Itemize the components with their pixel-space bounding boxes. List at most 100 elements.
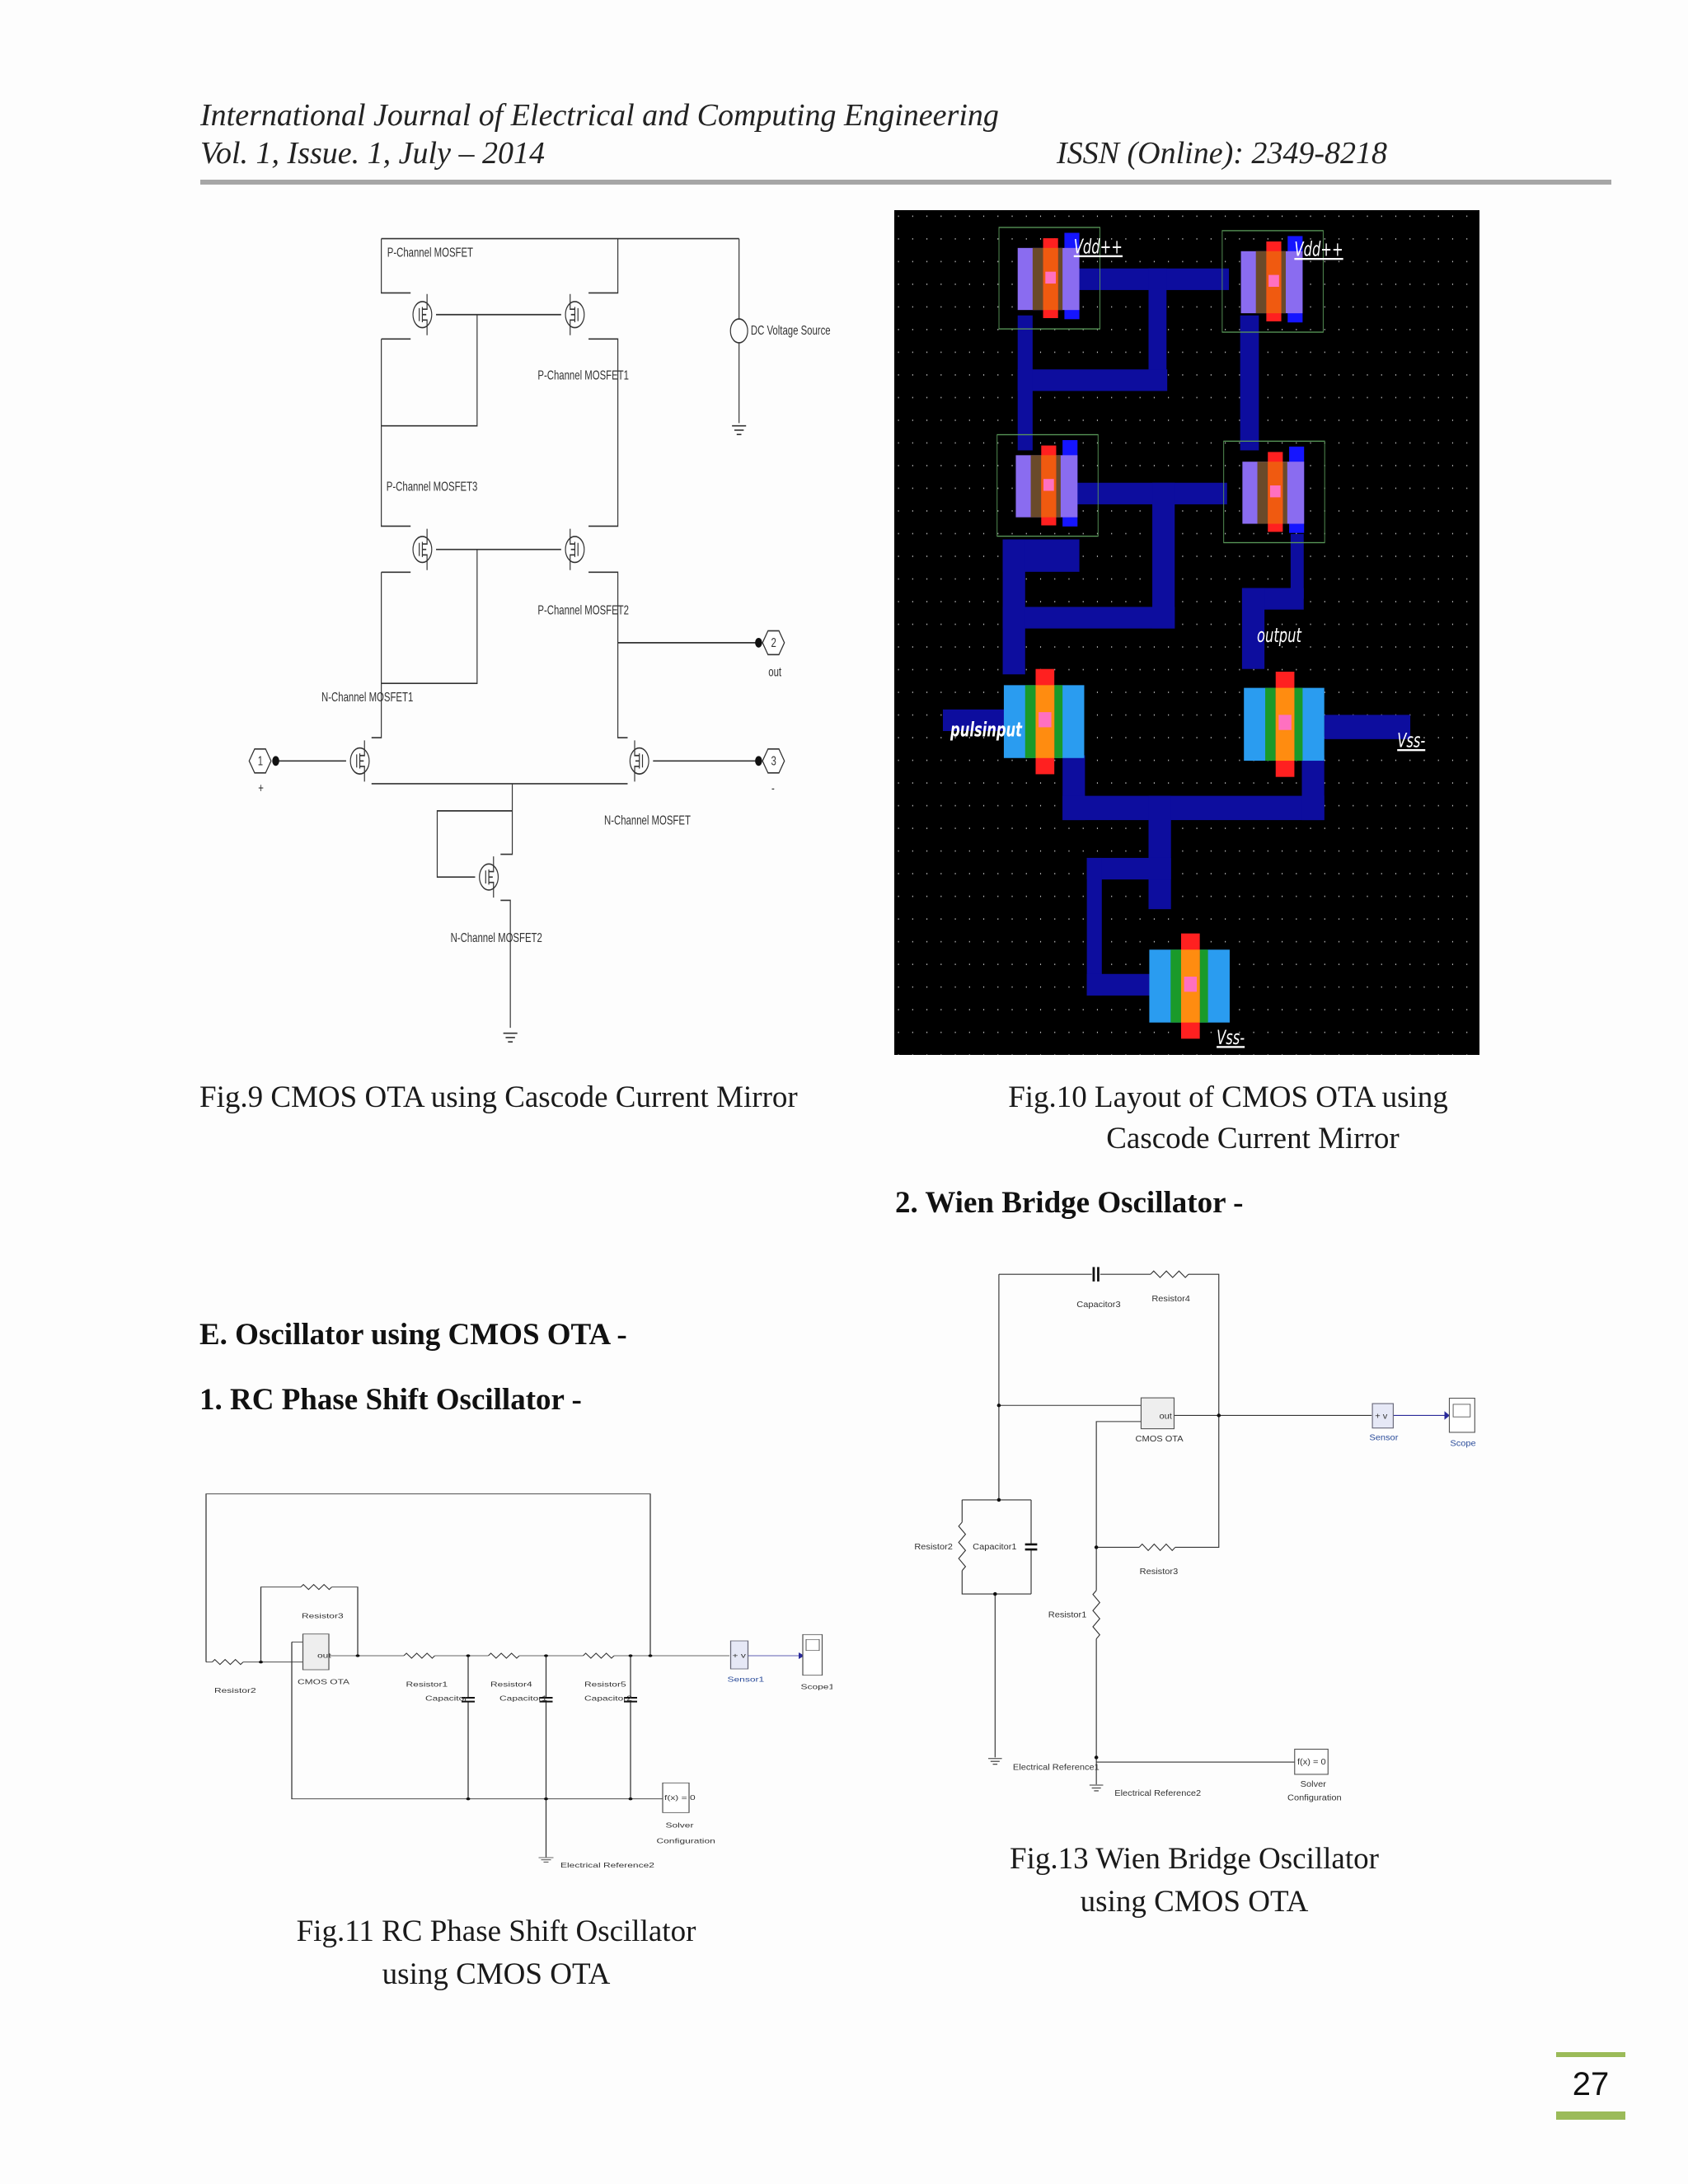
grid-dot <box>1025 532 1027 535</box>
grid-dot <box>1139 1031 1141 1033</box>
fig10-layout: Vdd++ Vdd++ output pulsinput Vss- Vss- <box>894 210 1479 1055</box>
grid-dot <box>1239 487 1240 490</box>
grid-dot <box>1039 1009 1042 1010</box>
fig9-caption: Fig.9 CMOS OTA using Cascode Current Mir… <box>199 1080 798 1114</box>
grid-dot <box>898 873 899 874</box>
grid-dot <box>1182 215 1184 218</box>
grid-dot <box>1125 442 1127 444</box>
grid-dot <box>1409 646 1411 648</box>
grid-dot <box>1139 918 1141 920</box>
grid-dot <box>982 668 985 671</box>
grid-dot <box>1182 918 1184 920</box>
grid-dot <box>982 284 985 285</box>
grid-dot <box>898 238 899 240</box>
grid-dot <box>1011 782 1013 784</box>
grid-dot <box>1466 1054 1468 1055</box>
grid-dot <box>926 895 928 898</box>
section-rc-phase-shift: 1. RC Phase Shift Oscillator - <box>199 1383 582 1417</box>
grid-dot <box>997 918 999 920</box>
grid-dot <box>1168 714 1170 716</box>
grid-dot <box>997 986 999 988</box>
grid-dot <box>1182 238 1184 240</box>
grid-dot <box>912 963 913 965</box>
grid-dot <box>1395 238 1397 240</box>
grid-dot <box>1466 918 1468 920</box>
grid-dot <box>968 759 970 762</box>
grid-dot <box>1054 215 1056 218</box>
grid-dot <box>940 691 942 693</box>
grid-dot <box>1096 1054 1099 1055</box>
grid-dot <box>1096 238 1099 240</box>
grid-dot <box>1210 646 1212 648</box>
label-sensor1: Sensor1 <box>728 1676 765 1684</box>
grid-dot <box>1139 215 1141 218</box>
grid-dot <box>1451 873 1454 874</box>
label-capacitor1: Capacitor1 <box>973 1542 1016 1552</box>
grid-dot <box>1437 487 1439 490</box>
grid-dot <box>1168 782 1170 784</box>
grid-dot <box>1451 827 1454 829</box>
grid-dot <box>898 737 899 738</box>
grid-dot <box>1082 918 1084 920</box>
grid-dot <box>1225 555 1226 557</box>
grid-dot <box>940 578 942 580</box>
ground-icon <box>503 1032 518 1043</box>
pmos-transistor <box>998 227 1100 330</box>
grid-dot <box>1437 374 1439 376</box>
grid-dot <box>1182 1054 1184 1055</box>
grid-dot <box>968 804 970 807</box>
grid-dot <box>1039 918 1042 920</box>
grid-dot <box>1395 986 1397 988</box>
grid-dot <box>1451 510 1454 512</box>
grid-dot <box>1451 918 1454 920</box>
grid-dot <box>1409 986 1411 988</box>
mosfet-body <box>412 301 433 329</box>
grid-dot <box>997 487 999 490</box>
junction-dot <box>355 1654 360 1657</box>
grid-dot <box>1423 827 1425 829</box>
grid-dot <box>1082 510 1084 512</box>
grid-dot <box>1225 737 1226 738</box>
grid-dot <box>1409 827 1411 829</box>
ground-icon <box>732 424 747 435</box>
grid-dot <box>912 895 913 898</box>
grid-dot <box>1225 895 1226 898</box>
grid-dot <box>1239 238 1240 240</box>
grid-dot <box>1381 284 1382 285</box>
grid-dot <box>1466 419 1468 421</box>
grid-dot <box>1395 940 1397 943</box>
sensor-v-label: + v <box>1375 1412 1388 1422</box>
grid-dot <box>1168 759 1170 762</box>
grid-dot <box>1437 623 1439 626</box>
grid-dot <box>1225 850 1226 852</box>
grid-dot <box>1111 465 1113 466</box>
grid-dot <box>912 759 913 762</box>
grid-dot <box>926 487 928 490</box>
grid-dot <box>1381 215 1382 218</box>
grid-dot <box>1466 487 1468 490</box>
grid-dot <box>1125 1054 1127 1055</box>
grid-dot <box>898 465 899 466</box>
grid-dot <box>1054 782 1056 784</box>
grid-dot <box>1451 986 1454 988</box>
grid-dot <box>1111 555 1113 557</box>
grid-dot <box>1182 646 1184 648</box>
grid-dot <box>1466 646 1468 648</box>
grid-dot <box>1039 215 1042 218</box>
grid-dot <box>1437 510 1439 512</box>
grid-dot <box>968 1009 970 1010</box>
grid-dot <box>940 260 942 263</box>
grid-dot <box>1395 873 1397 874</box>
grid-dot <box>1039 873 1042 874</box>
grid-dot <box>1395 1031 1397 1033</box>
grid-dot <box>1437 963 1439 965</box>
grid-dot <box>1239 691 1240 693</box>
section-wien-bridge: 2. Wien Bridge Oscillator - <box>895 1186 1244 1220</box>
grid-dot <box>1168 238 1170 240</box>
grid-dot <box>912 374 913 376</box>
grid-dot <box>1310 396 1311 399</box>
grid-dot <box>940 487 942 490</box>
grid-dot <box>1039 351 1042 354</box>
fig11-schematic: out + v f(x) = 0 Resistor3 CMOS OTA Resi… <box>190 1475 832 1887</box>
grid-dot <box>1225 442 1226 444</box>
